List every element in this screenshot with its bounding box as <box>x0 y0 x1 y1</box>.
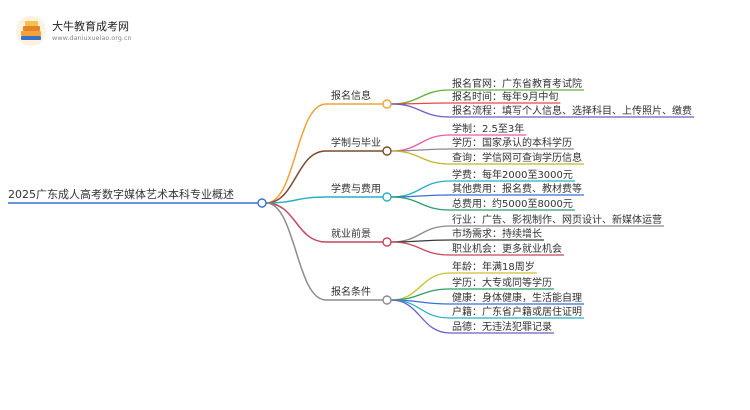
mind-map-nodes: 2025广东成人高考数字媒体艺术本科专业概述报名信息报名官网：广东省教育考试院报… <box>8 77 692 333</box>
brand-name: 大牛教育成考网 <box>52 20 129 33</box>
brand-url: www.daniuxueiao.org.cn <box>52 34 132 42</box>
branch-edge <box>265 202 327 301</box>
book-stack-icon <box>16 16 46 46</box>
leaf-edge <box>390 288 451 301</box>
branch-topic: 学制与毕业 <box>331 136 381 149</box>
branch-edge <box>265 196 327 204</box>
branch-node[interactable] <box>382 146 392 156</box>
leaf-topic: 行业：广告、影视制作、网页设计、新媒体运营 <box>452 213 662 226</box>
branch-node[interactable] <box>382 192 392 202</box>
leaf-topic: 户籍：广东省户籍或居住证明 <box>452 305 582 318</box>
branch-topic: 就业前景 <box>331 227 371 240</box>
root-topic: 2025广东成人高考数字媒体艺术本科专业概述 <box>8 187 234 201</box>
leaf-topic: 健康：身体健康，生活能自理 <box>452 291 582 304</box>
leaf-topic: 查询：学信网可查询学历信息 <box>452 151 582 164</box>
leaf-topic: 报名时间：每年9月中旬 <box>452 90 558 103</box>
branch-topic: 报名信息 <box>331 89 371 102</box>
leaf-edge <box>390 299 451 319</box>
leaf-topic: 市场需求：持续增长 <box>452 227 542 240</box>
leaf-edge <box>390 103 451 118</box>
branch-topic: 学费与费用 <box>331 182 381 195</box>
branch-node[interactable] <box>382 237 392 247</box>
branch-edge <box>265 103 327 204</box>
branch-topic: 报名条件 <box>331 285 371 298</box>
leaf-edge <box>390 272 451 301</box>
branch-edge <box>265 150 327 204</box>
branch-edge <box>265 202 327 243</box>
leaf-topic: 学费：每年2000至3000元 <box>452 168 573 181</box>
leaf-edge <box>390 196 451 211</box>
branch-node[interactable] <box>382 99 392 109</box>
mind-map-edges <box>265 89 694 334</box>
leaf-edge <box>390 89 451 105</box>
leaf-topic: 职业机会：更多就业机会 <box>452 242 562 255</box>
leaf-topic: 学制：2.5至3年 <box>452 122 524 135</box>
leaf-topic: 总费用：约5000至8000元 <box>452 197 573 210</box>
leaf-topic: 品德：无违法犯罪记录 <box>452 320 552 333</box>
branch-node[interactable] <box>382 295 392 305</box>
leaf-topic: 学历：国家承认的本科学历 <box>452 136 572 149</box>
leaf-edge <box>390 241 451 256</box>
leaf-topic: 年龄：年满18周岁 <box>452 260 535 273</box>
leaf-edge <box>390 150 451 165</box>
root-node[interactable] <box>257 198 267 208</box>
leaf-topic: 其他费用：报名费、教材费等 <box>452 182 582 195</box>
leaf-topic: 学历：大专或同等学历 <box>452 276 552 289</box>
brand-logo: 大牛教育成考网 www.daniuxueiao.org.cn <box>14 14 174 48</box>
leaf-edge <box>390 299 451 334</box>
leaf-topic: 报名官网：广东省教育考试院 <box>452 77 582 90</box>
leaf-topic: 报名流程：填写个人信息、选择科目、上传照片、缴费 <box>452 104 692 117</box>
